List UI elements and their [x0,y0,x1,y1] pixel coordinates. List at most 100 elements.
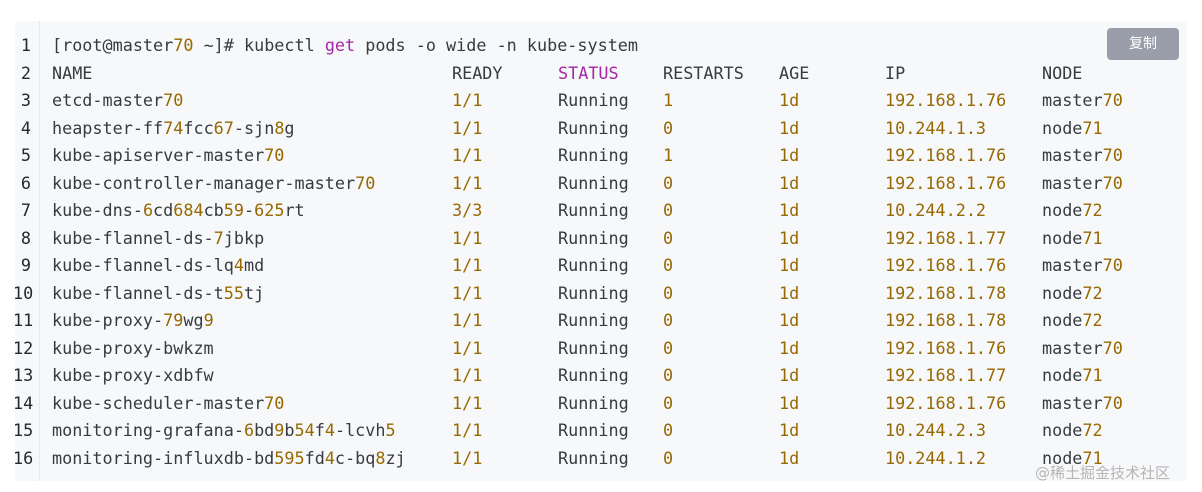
code-token: 1 [663,90,674,110]
cell-ip: 192.168.1.78 [885,280,1006,308]
cell-ready: 3/3 [452,197,482,225]
cell-restarts: 0 [663,115,673,143]
cell-name: etcd-master70 [52,87,183,115]
code-token: Running [558,117,629,138]
cell-ip: 192.168.1.76 [885,252,1006,280]
cell-node: master70 [1042,390,1123,418]
code-token: bd [254,420,275,440]
code-token: 192.168.1.76 [885,337,1007,358]
code-token: 70 [264,392,285,413]
line-number: 9 [20,255,31,275]
code-token: kube-proxy-bwkzm [52,337,214,358]
cell-ip: 192.168.1.77 [885,225,1006,253]
code-token: -lcvh [334,420,386,440]
cell-restarts: 0 [663,252,673,280]
line-number: 12 [13,337,34,358]
code-token: 70 [1102,90,1123,110]
code-token: 1d [779,227,800,248]
code-token: 1d [779,392,800,413]
code-token: 55 [223,282,244,303]
code-token: 1d [779,310,800,330]
header-node: NODE [1042,60,1082,88]
cell-ip: 192.168.1.78 [885,307,1006,335]
cell-ready: 1/1 [452,142,482,170]
copy-button[interactable]: 复制 [1107,28,1179,60]
line-number: 10 [13,282,34,303]
command-text: [root@master70 ~]# kubectl get pods -o w… [52,32,638,60]
cell-age: 1d [779,197,799,225]
cell-restarts: 0 [663,280,673,308]
code-token: Running [558,90,629,110]
code-token: 192.168.1.76 [885,255,1007,275]
code-token: 70 [1102,337,1123,358]
cell-ip: 192.168.1.76 [885,390,1006,418]
code-token: 1d [779,447,800,468]
code-token: 192.168.1.77 [885,365,1007,385]
code-token: 192.168.1.77 [885,227,1007,248]
cell-restarts: 0 [663,307,673,335]
code-token: - [244,200,255,220]
code-token: 3/3 [452,200,483,220]
code-token: fcc [183,117,214,138]
code-token: monitoring-influxdb-bd [52,447,275,468]
code-token: 5 [385,420,396,440]
code-token: -sjn [233,117,275,138]
code-token: 0 [663,337,674,358]
cell-status: Running [558,445,629,473]
code-token: 70 [264,145,285,165]
code-token: AGE [779,62,810,83]
cell-node: node71 [1042,225,1103,253]
code-token: monitoring-grafana- [52,420,244,440]
line-number: 7 [20,200,31,220]
code-token: 72 [1082,200,1103,220]
cell-restarts: 0 [663,390,673,418]
code-token: get [324,35,356,55]
code-token: 1/1 [452,365,483,385]
cell-name: kube-flannel-ds-7jbkp [52,225,264,253]
code-token: 70 [173,35,194,55]
cell-ready: 1/1 [452,252,482,280]
code-token: 1/1 [452,420,483,440]
code-token: 1d [779,365,800,385]
cell-ready: 1/1 [452,280,482,308]
code-token: pods -o wide -n kube-system [355,35,639,55]
code-token: kube-proxy-xdbfw [52,365,214,385]
code-token: 1d [779,145,800,165]
line-number: 3 [20,90,31,110]
code-token: 1d [779,200,800,220]
cell-name: kube-controller-manager-master70 [52,170,375,198]
cell-node: node71 [1042,445,1103,473]
cell-status: Running [558,225,629,253]
cell-restarts: 0 [663,197,673,225]
code-token: master [1042,392,1103,413]
code-token: 8 [274,117,285,138]
code-token: kube-flannel-ds- [52,227,214,248]
code-token: 9 [203,310,214,330]
code-token: 4 [324,420,335,440]
line-number: 4 [20,117,31,138]
code-token: kube-apiserver-master [52,145,265,165]
code-token: kube-controller-manager-master [52,172,356,193]
cell-status: Running [558,87,629,115]
cell-ip: 192.168.1.76 [885,170,1006,198]
code-token: 10.244.2.3 [885,420,987,440]
code-token: 70 [1102,145,1123,165]
code-token: 70 [1102,255,1123,275]
code-token: 1d [779,117,800,138]
cell-status: Running [558,252,629,280]
code-token: master [1042,255,1103,275]
cell-ip: 10.244.1.2 [885,445,986,473]
code-token: 10.244.1.3 [885,117,987,138]
code-token: 70 [1102,172,1123,193]
code-token: Running [558,227,629,248]
code-token: Running [558,145,629,165]
code-token: 0 [663,172,674,193]
code-token: 9 [274,420,285,440]
code-token: 72 [1082,420,1103,440]
code-token: 70 [355,172,376,193]
cell-ready: 1/1 [452,362,482,390]
code-lines[interactable]: 1 [root@master70 ~]# kubectl get pods -o … [13,32,1187,473]
